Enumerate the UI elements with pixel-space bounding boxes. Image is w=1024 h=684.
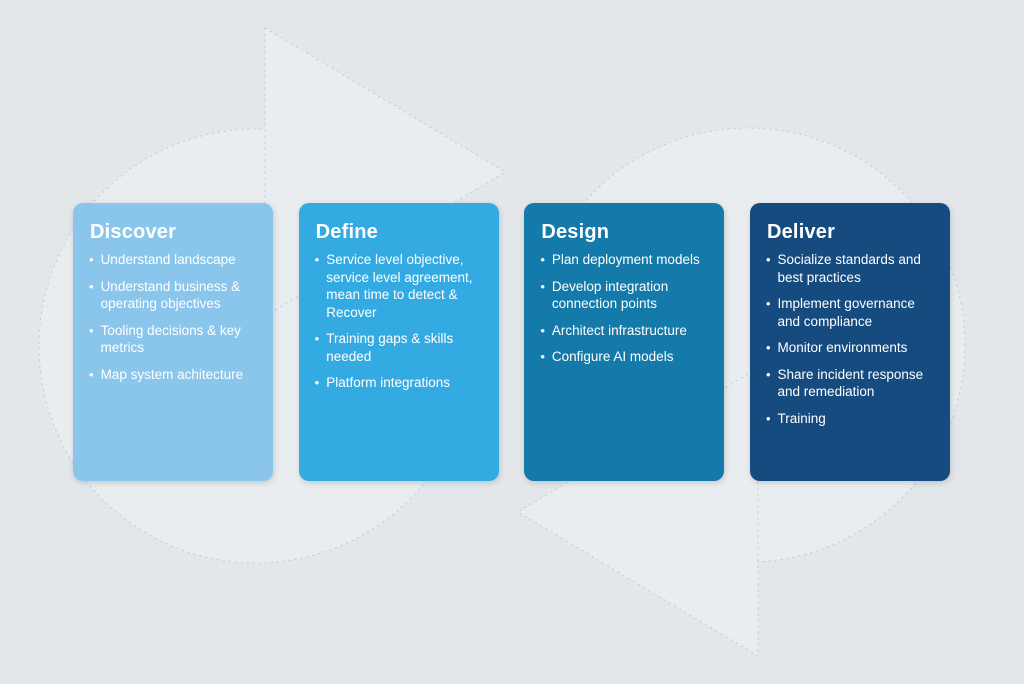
bullet-text: Develop integration connection points <box>551 278 669 312</box>
bullet-item: • Monitor environments <box>766 339 926 357</box>
bullet-icon: • <box>765 296 771 312</box>
bullet-item: • Architect infrastructure <box>540 322 700 340</box>
bullet-text: Tooling decisions & key metrics <box>100 322 241 356</box>
phase-cards-row: Discover • Understand landscape • Understan… <box>73 203 950 481</box>
bullet-text: Architect infrastructure <box>551 322 687 338</box>
bullet-icon: • <box>314 375 320 391</box>
card-define-bullets: • Service level objective, service level … <box>315 251 475 392</box>
bullet-text: Training <box>777 410 826 426</box>
bullet-icon: • <box>314 331 320 347</box>
bullet-icon: • <box>89 366 94 382</box>
bullet-item: • Develop integration connection points <box>540 278 700 313</box>
bullet-item: • Map system achitecture <box>89 366 249 384</box>
bullet-item: • Service level objective, service level … <box>315 251 475 321</box>
bullet-item: • Configure AI models <box>540 348 700 366</box>
card-discover-title: Discover <box>90 221 177 243</box>
bullet-text: Understand landscape <box>100 252 236 267</box>
bullet-icon: • <box>89 322 94 338</box>
bullet-item: • Training gaps & skills needed <box>315 330 475 365</box>
card-design-bullets: • Plan deployment models • Develop integrat… <box>540 251 700 366</box>
bullet-text: Training gaps & skills needed <box>326 331 454 364</box>
bullet-text: Configure AI models <box>551 349 674 365</box>
bullet-text: Service level objective, service level a… <box>326 252 473 320</box>
card-discover: Discover • Understand landscape • Understan… <box>73 203 273 481</box>
card-design-title: Design <box>541 221 610 243</box>
bullet-icon: • <box>765 410 771 426</box>
bullet-text: Monitor environments <box>777 340 908 356</box>
bullet-icon: • <box>89 252 94 267</box>
card-discover-bullets: • Understand landscape • Understand busines… <box>89 251 249 383</box>
card-define: Define • Service level objective, service… <box>298 203 499 481</box>
bullet-text: Socialize standards and best practices <box>777 252 921 285</box>
bullet-icon: • <box>540 252 545 267</box>
bullet-item: • Platform integrations <box>315 374 475 392</box>
bullet-item: • Training <box>766 410 926 428</box>
bullet-item: • Understand landscape <box>89 251 249 269</box>
bullet-icon: • <box>540 322 545 338</box>
bullet-text: Implement governance and compliance <box>777 296 915 329</box>
card-define-title: Define <box>315 221 378 243</box>
bullet-text: Share incident response and remediation <box>777 366 924 400</box>
bullet-item: • Tooling decisions & key metrics <box>89 322 249 357</box>
bullet-text: Platform integrations <box>326 375 451 391</box>
bullet-icon: • <box>314 252 320 267</box>
bullet-item: • Share incident response and remediation <box>766 366 926 401</box>
bullet-icon: • <box>765 340 771 356</box>
bullet-item: • Implement governance and compliance <box>766 295 926 330</box>
bullet-icon: • <box>765 366 771 382</box>
card-deliver-bullets: •Socialize standards and best practices•… <box>766 251 926 427</box>
bullet-icon: • <box>89 278 94 294</box>
bullet-item: • Socialize standards and best practices <box>766 251 926 286</box>
bullet-text: Plan deployment models <box>551 252 700 267</box>
bullet-text: Understand business & operating objectiv… <box>100 278 241 312</box>
bullet-item: • Plan deployment models <box>540 251 700 269</box>
bullet-icon: • <box>540 349 545 365</box>
card-deliver: Deliver • Socialize standards and best pr… <box>749 203 950 481</box>
card-deliver-title: Deliver <box>766 221 836 243</box>
bullet-icon: • <box>540 278 545 294</box>
bullet-icon: • <box>765 252 771 267</box>
bullet-text: Map system achitecture <box>100 366 244 382</box>
card-design: Design • Plan deployment models • Develop i… <box>524 203 725 481</box>
bullet-item: • Understand business & operating objecti… <box>89 278 249 313</box>
